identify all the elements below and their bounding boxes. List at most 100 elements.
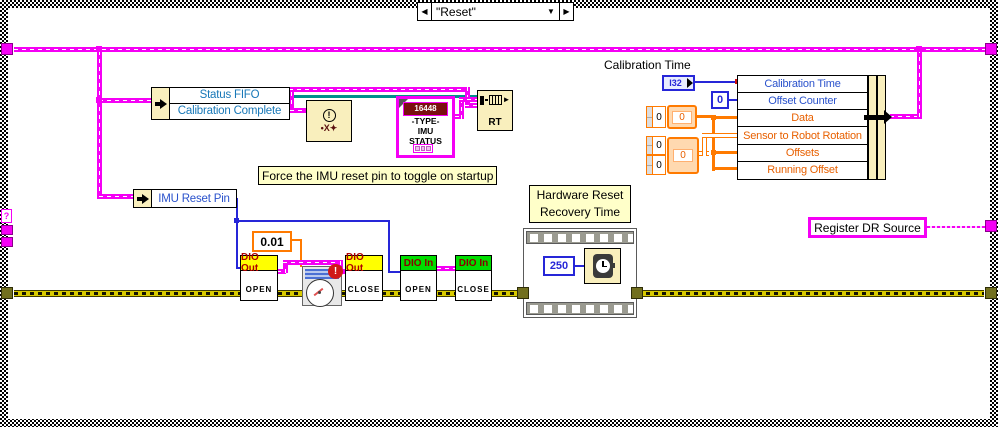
cluster-wire-to-clear-errors [290,108,307,113]
bundle-field-data[interactable]: Data [738,110,867,128]
bundle-out-riser [917,47,922,117]
wait-const-wire-down [300,239,302,267]
i32-type-text: I32 [669,78,682,88]
dio-out-open-node[interactable]: DIO Out OPEN [240,252,278,301]
wire-junction [96,46,102,52]
calibration-time-label-text: Calibration Time [604,58,691,72]
case-prev-button[interactable]: ◀ [418,3,432,20]
offset-counter-constant[interactable]: 0 [711,91,729,109]
clear-errors-vi[interactable]: ! •X✦ [306,100,352,142]
offsets-wire [714,151,738,154]
dio-error-wire [277,269,286,274]
case-structure-frame [8,8,990,419]
dio-out-close-node[interactable]: DIO Out CLOSE [345,252,383,301]
case-next-button[interactable]: ▶ [559,3,573,20]
sequence-film-top [526,231,634,244]
offset-counter-value: 0 [716,94,724,106]
pin-wire-branch-down [388,220,390,273]
type-wire-into-node [459,97,477,102]
rt-fifo-write-node[interactable]: ► RT [477,90,513,131]
cluster-wire-left-drop [97,47,102,199]
dio-in-open-node[interactable]: DIO In OPEN [400,255,437,301]
error-cluster-wire-into-node [465,103,477,108]
type-constant-line3: STATUS [409,136,442,146]
flat-sequence-structure[interactable] [523,228,637,318]
tunnel-cluster-out [985,43,997,55]
tunnel-left [1,225,13,235]
fifo-refnum-wire [290,95,477,98]
tunnel-left [1,237,13,247]
dio-error-wire [437,266,455,271]
comment-hw-line1: Hardware Reset [536,188,624,203]
pin-wire-branch [236,220,390,222]
comment-force-reset: Force the IMU reset pin to toggle on sta… [258,166,498,185]
i32-control-terminal[interactable]: I32 [662,75,695,91]
wait-ms-constant[interactable]: 250 [543,256,575,276]
dio-out-header: DIO Out [346,252,382,274]
tunnel-unwired: ? [1,209,12,223]
error-cluster-wire-up [289,88,294,112]
unbundle-status-fifo[interactable]: Status FIFO Calibration Complete [151,87,290,120]
wire-junction [916,46,922,52]
index-spinner-icon[interactable] [647,156,653,174]
register-dr-source-constant[interactable]: Register DR Source [808,217,927,238]
sequence-tunnel-right [631,287,643,299]
array-2d-index-2[interactable]: 0 [646,155,666,175]
dio-error-wire [283,260,288,273]
dio-action-label: OPEN [405,285,432,294]
array-2d-constant[interactable]: 0 [667,137,699,174]
array-1d-constant[interactable]: 0 [667,105,697,129]
calibration-time-label: Calibration Time [604,58,691,72]
error-wire-main [14,290,984,297]
array-2d-index-1[interactable]: 0 [646,136,666,155]
case-selector[interactable]: ◀ "Reset" ▼ ▶ [417,2,574,21]
rotation-wire [702,133,738,138]
sequence-film-bottom [526,302,634,315]
orange-riser [712,115,715,171]
dio-action-label: OPEN [245,285,273,294]
wait-ms-value: 250 [549,260,569,272]
wait-const-wire [291,239,302,241]
bundle-field-offset-counter[interactable]: Offset Counter [738,93,867,111]
index-spinner-icon[interactable] [647,137,653,154]
array2d-wire-up [702,133,707,156]
timing-gauge-vi[interactable]: ! [302,264,343,307]
type-constant-value: 16448 [403,102,448,116]
bundle-strip [877,75,886,180]
imu-status-type-constant[interactable]: 16448 -TYPE- IMU STATUS [396,96,455,158]
unbundle-field-calibration-complete[interactable]: Calibration Complete [177,105,282,118]
cluster-wire-to-imu-unbundle [99,194,135,199]
fifo-write-icon: ► [479,95,510,105]
wire-junction [711,150,716,155]
wait-ms-function[interactable] [584,248,621,284]
bundle-field-offsets[interactable]: Offsets [738,145,867,162]
array-2d-index1-value: 0 [656,140,662,151]
tunnel-cluster-in [1,43,13,55]
unbundle-imu-reset-pin[interactable]: IMU Reset Pin [133,189,237,208]
array-2d-value: 0 [673,149,693,162]
type-constant-line2: IMU [417,126,434,136]
i32-wire [695,81,737,83]
bundle-field-running-offset[interactable]: Running Offset [767,164,838,177]
tunnel-error-out [985,287,997,299]
index-spinner-icon[interactable] [647,107,653,127]
dio-in-close-node[interactable]: DIO In CLOSE [455,255,492,301]
bundle-by-name-node[interactable]: Calibration Time Offset Counter Data Sen… [737,75,868,180]
bundle-field-rotation[interactable]: Sensor to Robot Rotation [738,127,867,145]
case-selector-value[interactable]: "Reset" [436,4,476,19]
array-1d-index-value: 0 [656,111,662,123]
array-2d-index2-value: 0 [656,159,662,171]
type-constant-line1: -TYPE- [411,116,440,126]
wait-time-constant[interactable]: 0.01 [252,231,292,252]
unbundle-field-imu-reset-pin[interactable]: IMU Reset Pin [158,192,230,205]
titlebar-stripes-icon [305,269,339,279]
array-1d-index[interactable]: 0 [646,106,666,128]
gauge-face-icon [306,279,334,307]
case-dropdown-icon[interactable]: ▼ [547,7,555,16]
terminal-arrow-icon [687,78,693,88]
clear-errors-glyph: •X✦ [320,123,338,133]
bundle-field-calibration-time[interactable]: Calibration Time [738,76,867,94]
cluster-wire-to-status-unbundle [99,98,151,103]
unbundle-field-status-fifo[interactable]: Status FIFO [170,88,289,104]
